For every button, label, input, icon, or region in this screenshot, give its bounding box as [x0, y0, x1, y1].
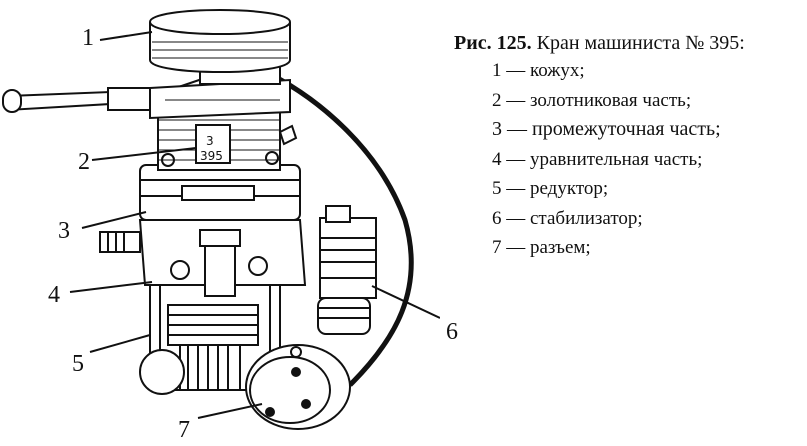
callout-4: 4 [48, 282, 60, 308]
callout-3: 3 [58, 218, 70, 244]
callout-2: 2 [78, 149, 90, 175]
legend-item: 1 — кожух; [492, 56, 804, 86]
legend-text: — редуктор; [506, 178, 609, 199]
legend-text: — промежуточная часть; [507, 118, 721, 140]
legend-number: 1 [492, 60, 502, 81]
valve-drawing: 3 395 [2, 9, 441, 430]
legend-item: 2 — золотниковая часть; [492, 86, 804, 116]
callout-5: 5 [72, 351, 84, 377]
parts-legend: 1 — кожух; 2 — золотниковая часть; 3 — п… [454, 56, 804, 263]
plate-number: 3 [206, 134, 214, 148]
legend-item: 6 — стабилизатор; [492, 204, 804, 234]
caption-title: Рис. 125. Кран машиниста № 395: [454, 30, 804, 56]
legend-number: 5 [492, 178, 502, 199]
legend-number: 7 [492, 237, 502, 258]
legend-text: — золотниковая часть; [506, 89, 692, 111]
legend-text: — уравнительная часть; [506, 148, 703, 170]
legend-number: 4 [492, 148, 502, 170]
figure-title: Кран машиниста № 395: [536, 32, 745, 54]
callout-1: 1 [82, 25, 94, 51]
callout-6: 6 [446, 319, 458, 345]
figure-caption: Рис. 125. Кран машиниста № 395: 1 — кожу… [454, 30, 804, 263]
legend-text: — разъем; [506, 237, 591, 258]
figure-label: Рис. 125. [454, 32, 532, 54]
plate-model: 395 [200, 149, 223, 163]
legend-number: 3 [492, 118, 502, 140]
legend-number: 6 [492, 207, 502, 229]
legend-item: 7 — разъем; [492, 233, 804, 263]
legend-item: 4 — уравнительная часть; [492, 145, 804, 175]
legend-text: — кожух; [506, 60, 585, 81]
callout-7: 7 [178, 417, 190, 443]
legend-item: 5 — редуктор; [492, 174, 804, 204]
legend-text: — стабилизатор; [506, 207, 643, 229]
legend-number: 2 [492, 89, 502, 111]
valve-illustration: 3 395 1 2 3 4 5 6 7 [2, 9, 458, 443]
legend-item: 3 — промежуточная часть; [492, 115, 804, 145]
